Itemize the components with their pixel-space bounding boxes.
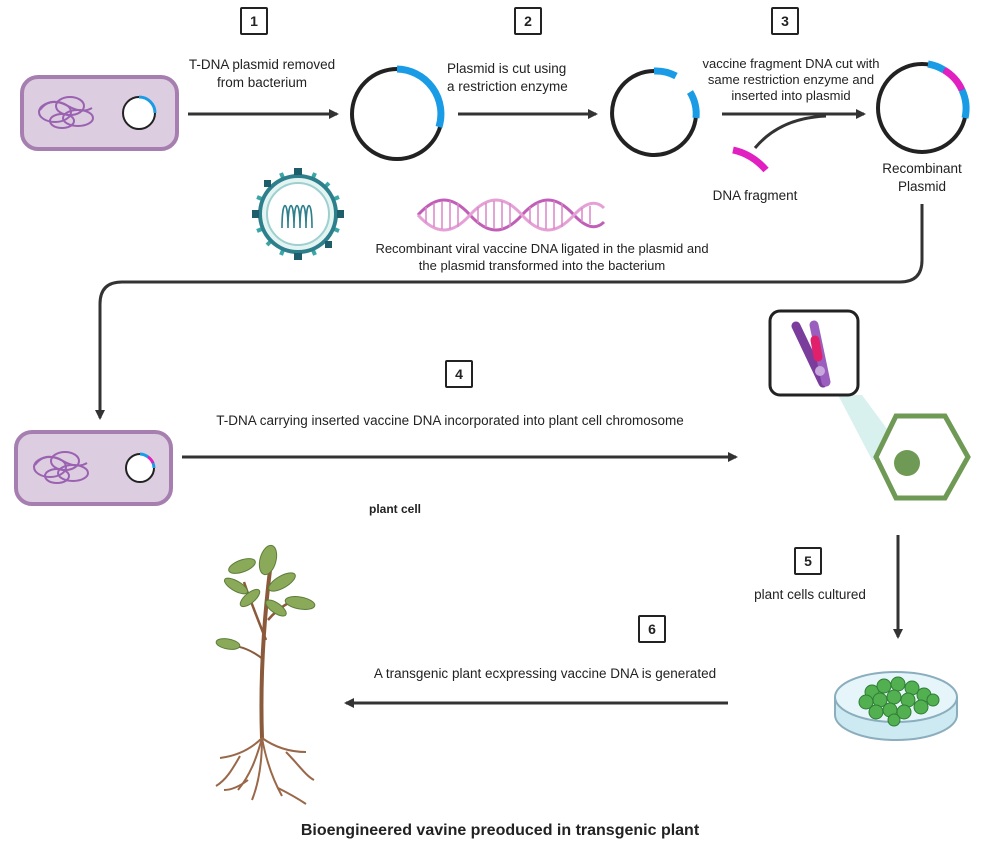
step-4-label: T-DNA carrying inserted vaccine DNA inco… <box>216 413 684 428</box>
fragment-join-line <box>753 114 827 149</box>
bacterium-2 <box>14 430 173 506</box>
step-6-badge: 6 <box>638 615 666 643</box>
diagram-caption: Bioengineered vavine preoduced in transg… <box>300 822 700 839</box>
step-3-badge: 3 <box>771 7 799 35</box>
step-5-badge: 5 <box>794 547 822 575</box>
dna-fragment-shape <box>732 146 769 173</box>
step-4-badge: 4 <box>445 360 473 388</box>
virus-illustration <box>252 168 344 260</box>
connector-arrow <box>95 204 924 420</box>
petri-dish-illustration <box>834 671 958 741</box>
step-3-label: vaccine fragment DNA cut with same restr… <box>702 56 880 103</box>
transgenic-plant-illustration <box>215 544 316 805</box>
dna-helix-illustration <box>416 198 606 232</box>
recombinant-plasmid <box>876 60 970 154</box>
recombinant-plasmid-label: Recombinant Plasmid <box>882 161 962 194</box>
step-6-label: A transgenic plant ecxpressing vaccine D… <box>373 666 717 681</box>
step-5-label: plant cells cultured <box>754 587 866 602</box>
step-2-label: Plasmid is cut using a restriction enzym… <box>447 61 568 94</box>
chromosome-inset <box>768 309 860 397</box>
bacterium-1 <box>20 75 179 151</box>
plasmid-intact <box>350 65 445 161</box>
step-2-badge: 2 <box>514 7 542 35</box>
ligation-label: Recombinant viral vaccine DNA ligated in… <box>375 241 709 273</box>
plant-cell-label: plant cell <box>368 502 421 516</box>
dna-fragment-label: DNA fragment <box>712 188 798 203</box>
plant-cell-illustration <box>873 413 971 501</box>
step-1-badge: 1 <box>240 7 268 35</box>
step-1-label: T-DNA plasmid removed from bacterium <box>188 57 336 90</box>
plasmid-cut <box>610 67 700 157</box>
